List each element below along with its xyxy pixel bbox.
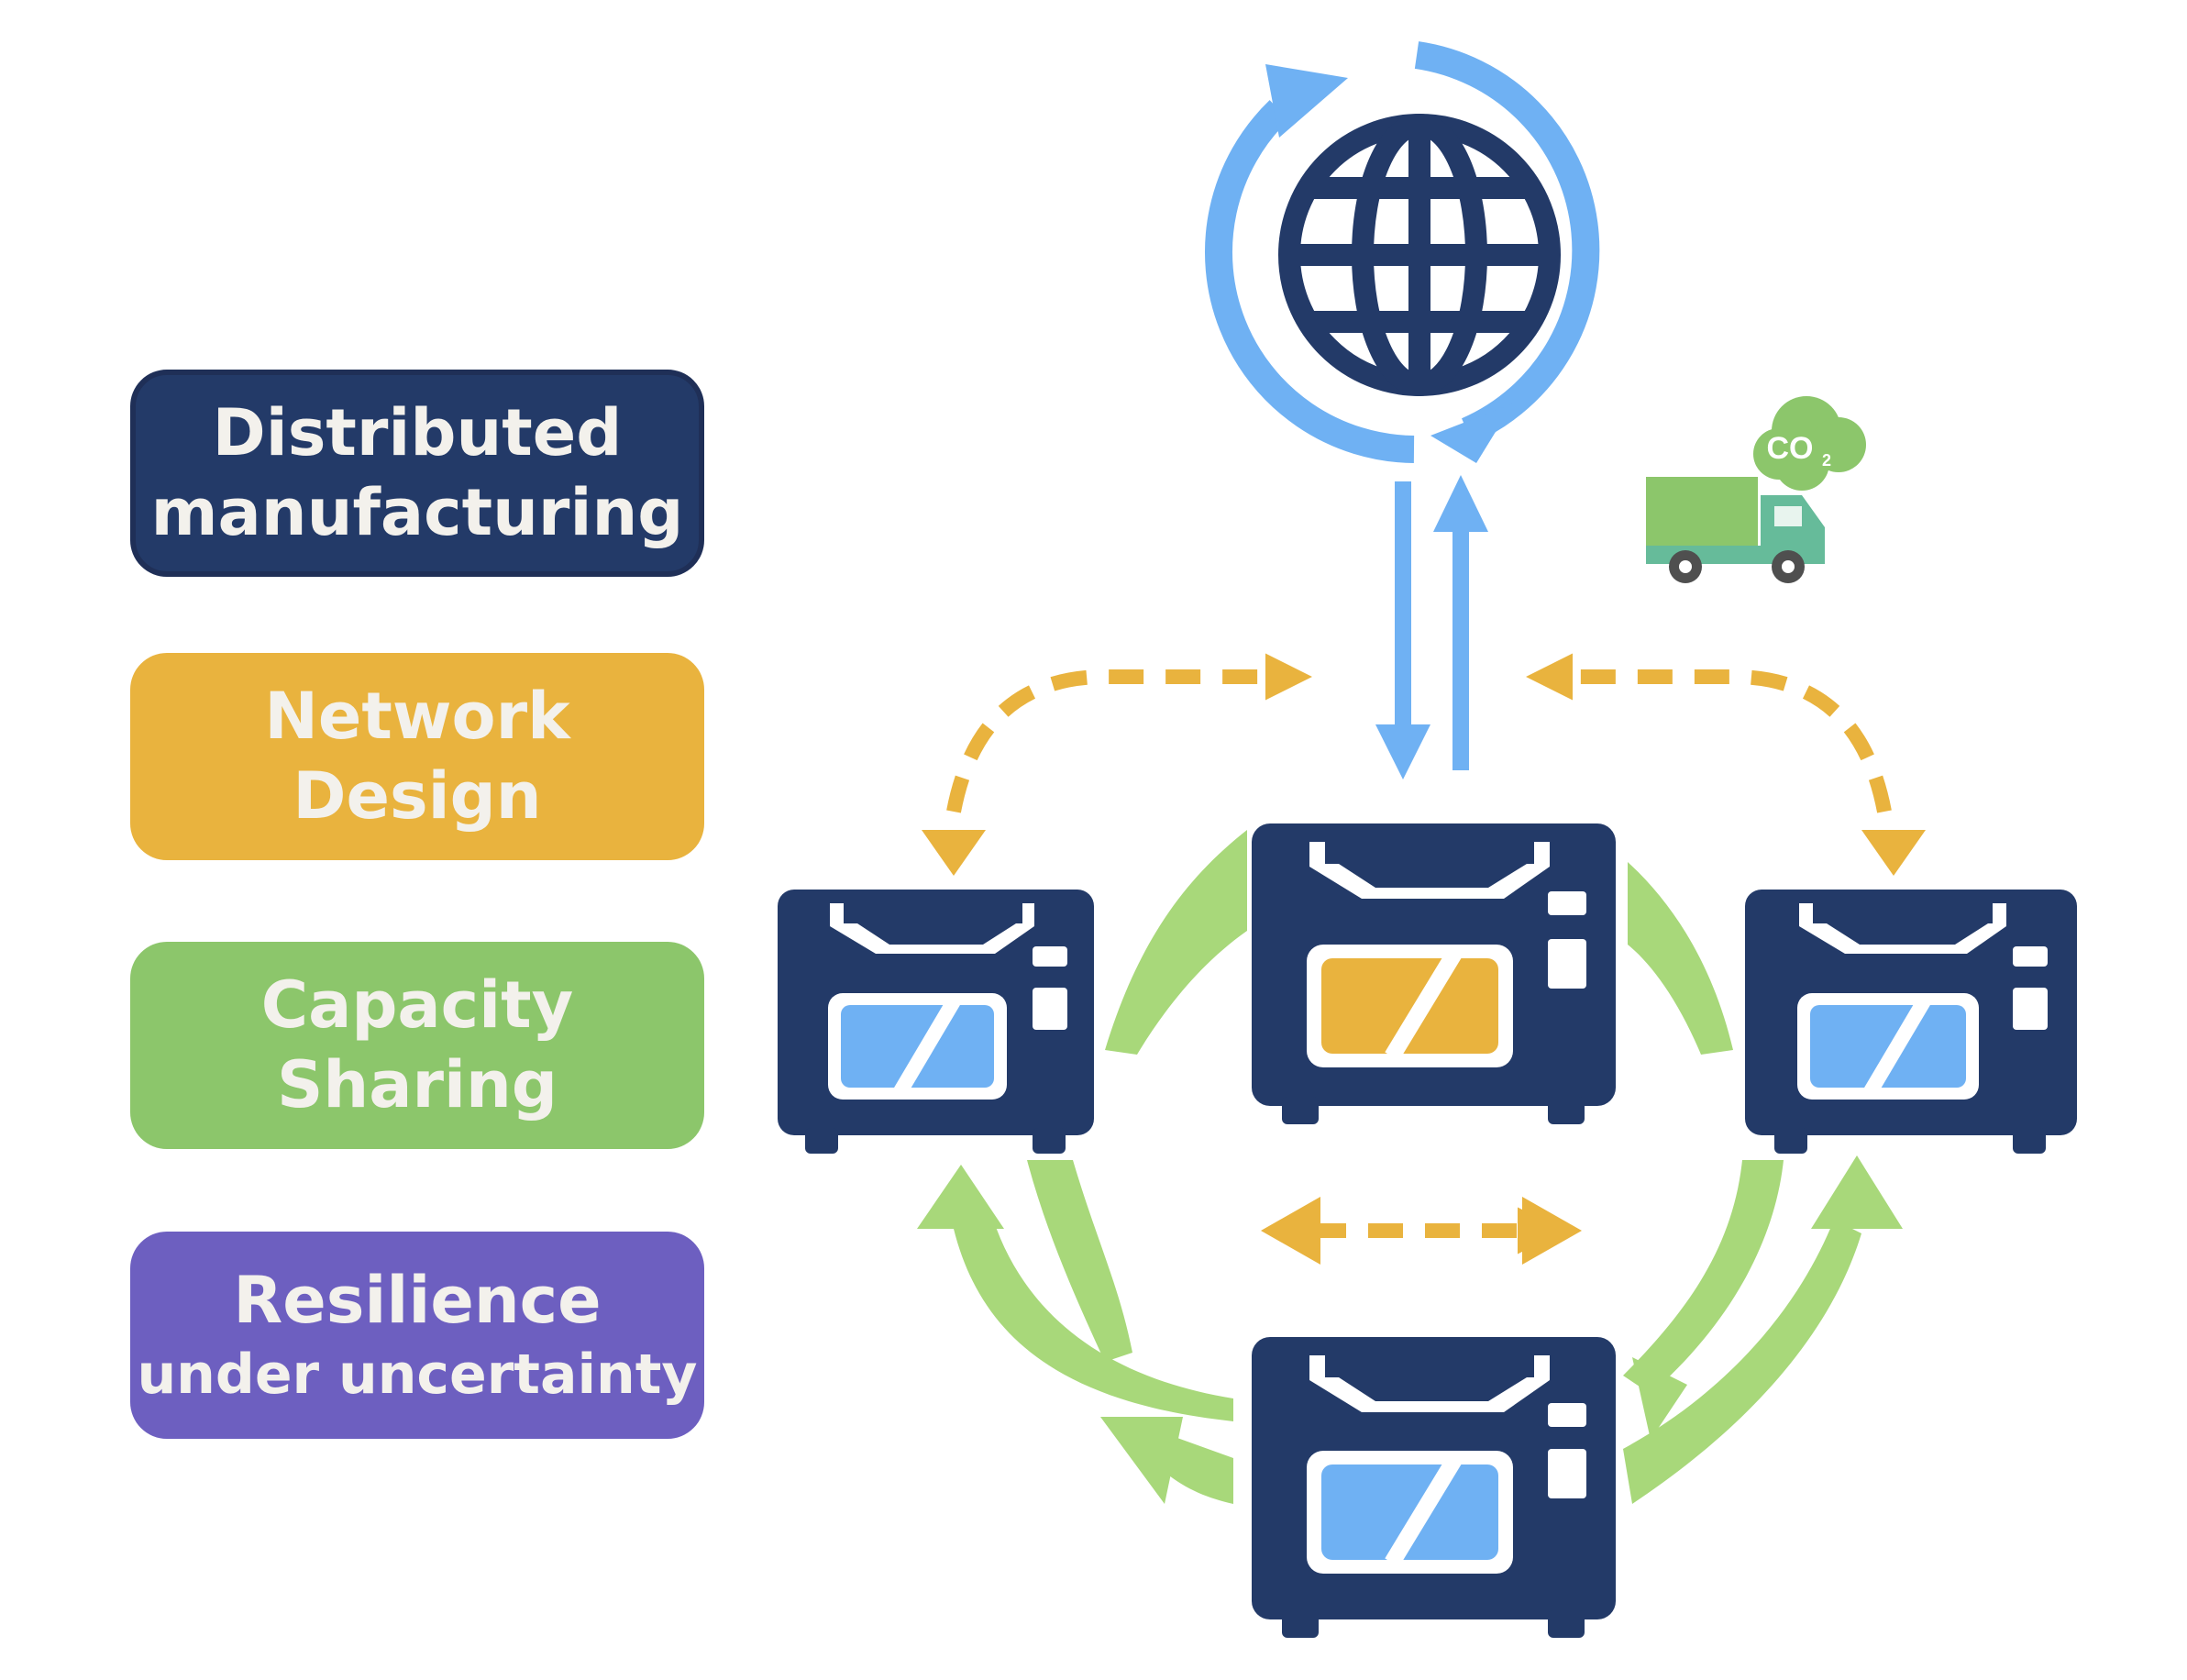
label-line-2: Sharing (277, 1047, 558, 1122)
printer-top (1252, 823, 1616, 1124)
label-line-2: under uncertainty (137, 1343, 698, 1408)
printer-left (778, 890, 1094, 1154)
printer-right (1745, 890, 2077, 1154)
co2-subscript: 2 (1822, 451, 1831, 470)
printer-icon (778, 823, 2077, 1638)
truck-icon (1646, 477, 1825, 583)
label-capacity-sharing: Capacity Sharing (130, 942, 704, 1149)
dashed-arrow-head-right (1522, 1197, 1582, 1265)
label-distributed-manufacturing: Distributed manufacturing (130, 370, 704, 577)
dashed-arrow-head-left (1261, 1197, 1320, 1265)
dashed-arrow-head-top-right (1861, 830, 1926, 876)
globe-printer-arrows (1375, 475, 1488, 779)
label-line-2: Design (293, 758, 542, 834)
label-line-1: Network (264, 679, 570, 755)
label-line-2: manufacturing (150, 475, 684, 550)
printer-bottom (1252, 1337, 1616, 1638)
network-dashed-arrows (946, 653, 1892, 1254)
capacity-sharing-arrows (917, 830, 1903, 1504)
label-resilience: Resilience under uncertainty (130, 1232, 704, 1439)
co2-cloud-icon: CO 2 (1753, 396, 1866, 491)
label-network-design: Network Design (130, 653, 704, 860)
co2-text: CO (1767, 431, 1814, 466)
dashed-arrow-head-top-left (922, 830, 986, 876)
label-line-1: Capacity (260, 967, 574, 1044)
label-line-1: Resilience (233, 1263, 602, 1339)
refresh-arrows-icon (1205, 41, 1600, 463)
label-line-1: Distributed (212, 395, 623, 471)
globe-icon (1278, 114, 1561, 396)
